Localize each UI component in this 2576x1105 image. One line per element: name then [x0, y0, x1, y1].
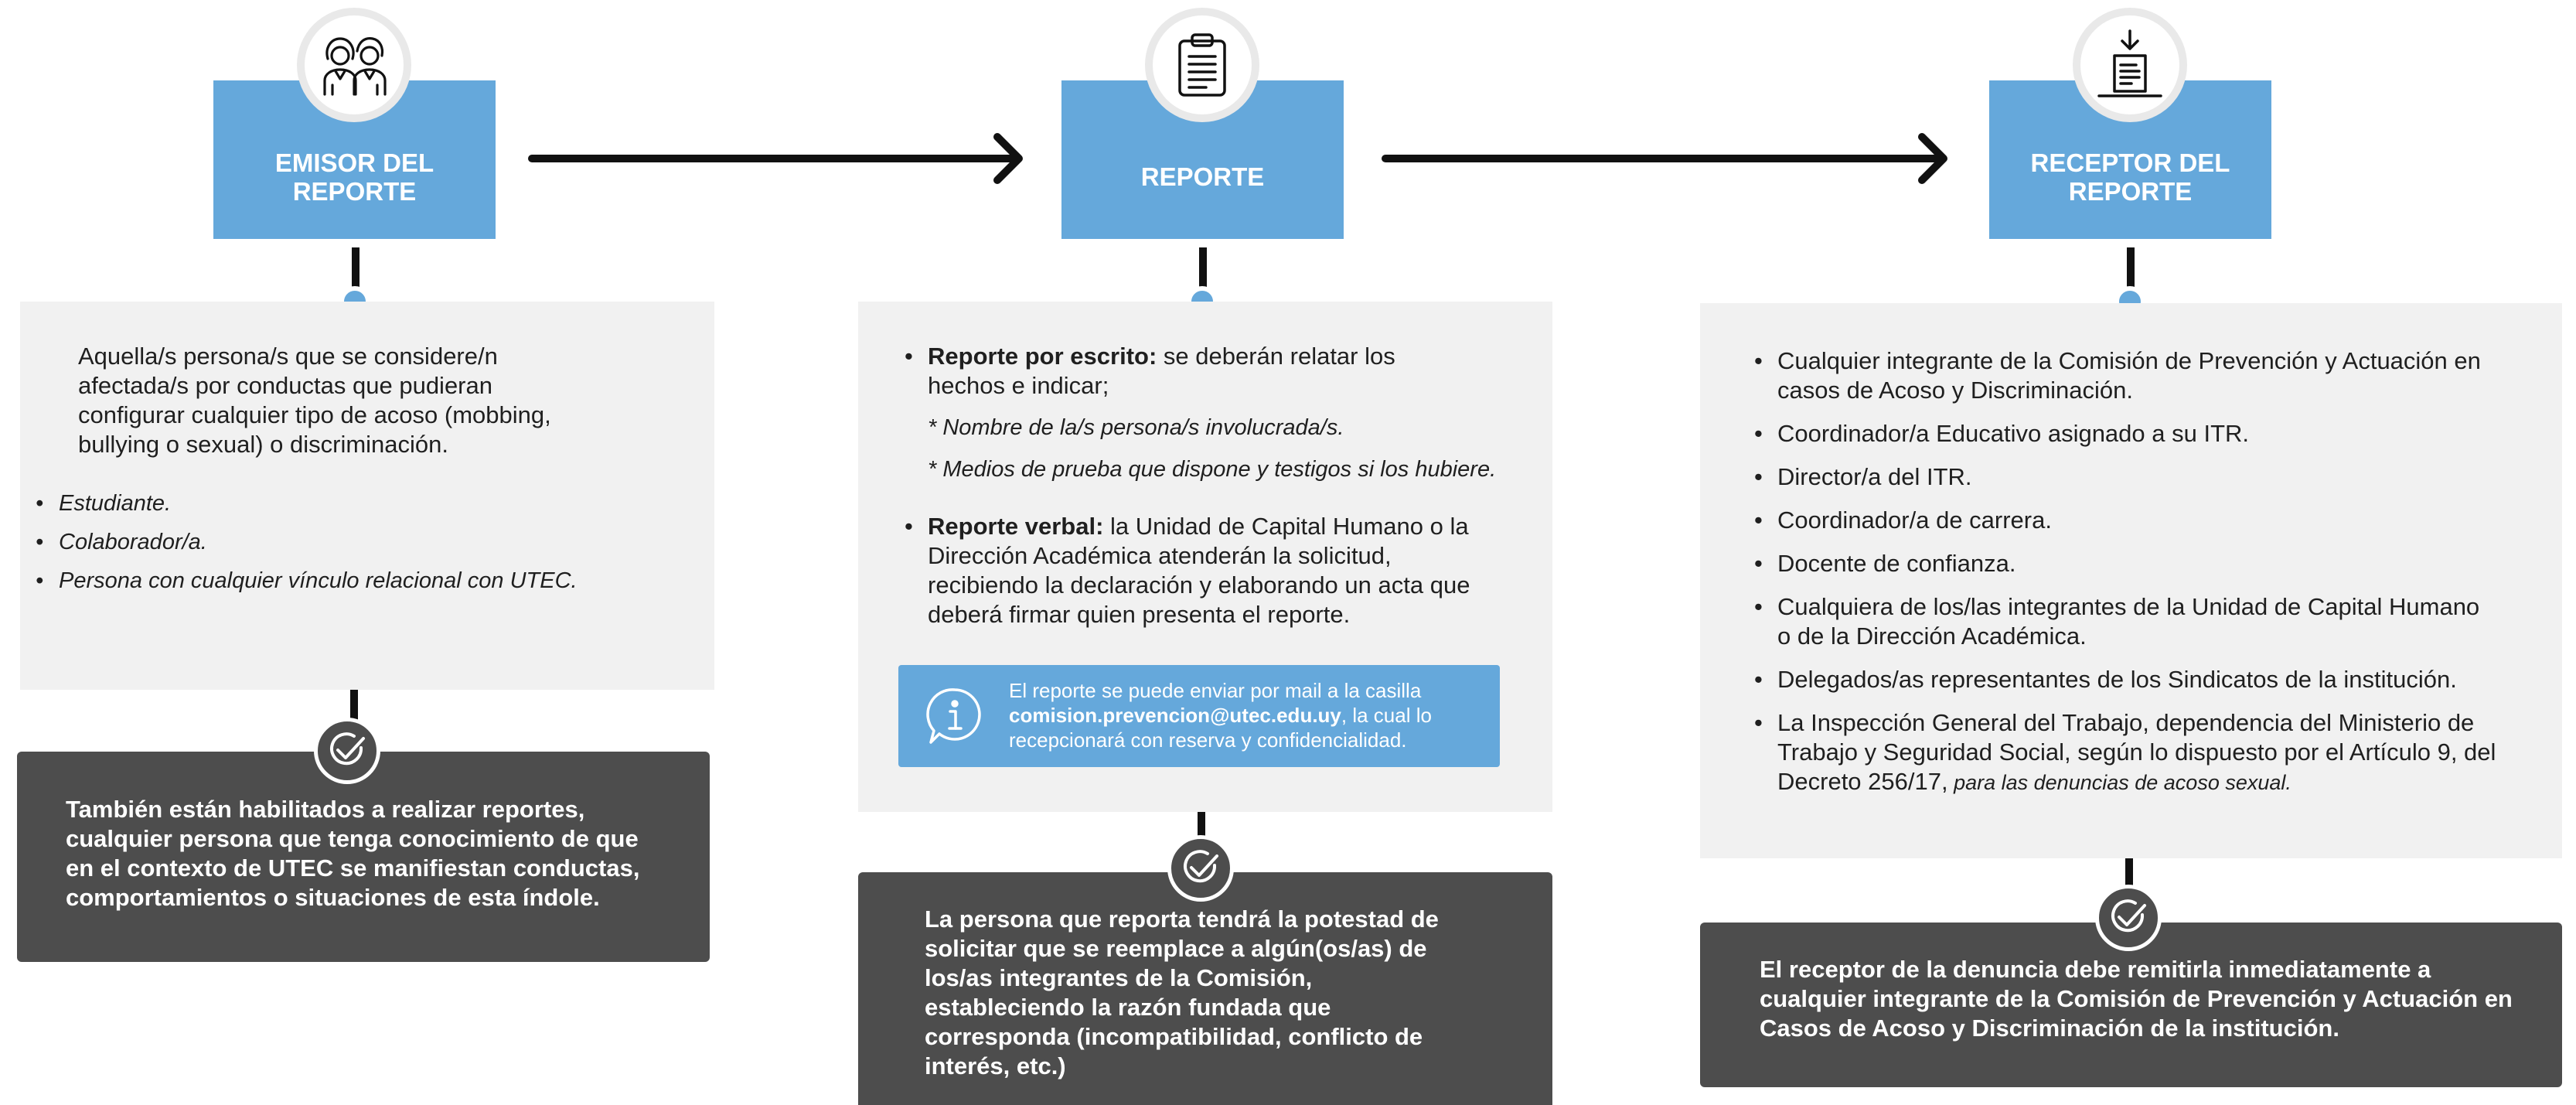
reporte-written-sub2: * Medios de prueba que dispone y testigo… [928, 457, 1497, 482]
check-icon [2111, 899, 2146, 933]
info-email: comision.prevencion@utec.edu.uy [1009, 704, 1341, 727]
arrow-reporte-to-receptor [1382, 133, 1947, 184]
receptor-title-line2: REPORTE [2068, 176, 2193, 206]
reporte-info-box: El reporte se puede enviar por mail a la… [898, 665, 1500, 767]
reporte-verbal-label: Reporte verbal: [928, 513, 1104, 540]
emisor-note-text: También están habilitados a realizar rep… [66, 796, 640, 911]
list-item: Estudiante. [36, 489, 660, 518]
info-text-1: El reporte se puede enviar por mail a la… [1009, 679, 1422, 702]
list-item: Persona con cualquier vínculo relacional… [36, 566, 660, 595]
receptor-panel: Cualquier integrante de la Comisión de P… [1700, 303, 2562, 858]
list-item: Director/a del ITR. [1754, 462, 2516, 492]
emisor-title-line2: REPORTE [292, 176, 417, 206]
reporte-written-label: Reporte por escrito: [928, 343, 1157, 370]
clipboard-icon [1178, 33, 1226, 97]
emisor-connector-bottom [350, 690, 358, 721]
reporte-check-circle [1167, 835, 1234, 902]
info-icon [926, 688, 981, 744]
info-text-2: , la cual lo recepcionará con reserva y … [1009, 704, 1432, 752]
reporte-written-text: se deberán relatar los hechos e indicar; [928, 343, 1395, 399]
inbox-download-icon [2097, 29, 2162, 97]
list-item: Delegados/as representantes de los Sindi… [1754, 665, 2516, 694]
list-item: Coordinador/a Educativo asignado a su IT… [1754, 419, 2516, 448]
two-people-icon [323, 37, 387, 96]
receptor-note-text: El receptor de la denuncia debe remitirl… [1760, 956, 2513, 1042]
emisor-description: Aquella/s persona/s que se considere/n a… [78, 343, 551, 458]
reporte-connector-top [1199, 247, 1207, 288]
receptor-icon-circle [2073, 8, 2187, 122]
emisor-connector-top [352, 247, 359, 288]
receptor-connector-top [2127, 247, 2135, 288]
reporte-written-item: Reporte por escrito: se deberán relatar … [905, 342, 1446, 401]
list-item: La Inspección General del Trabajo, depen… [1754, 708, 2516, 797]
emisor-icon-circle [297, 8, 411, 122]
check-icon [330, 732, 365, 766]
receptor-list: Cualquier integrante de la Comisión de P… [1754, 346, 2516, 797]
check-icon [1184, 850, 1218, 883]
list-item: Coordinador/a de carrera. [1754, 506, 2516, 535]
reporte-note: La persona que reporta tendrá la potesta… [858, 872, 1552, 1105]
emisor-list: Estudiante. Colaborador/a. Persona con c… [36, 489, 660, 595]
list-item: Docente de confianza. [1754, 549, 2516, 578]
receptor-check-circle [2095, 885, 2162, 951]
emisor-check-circle [314, 718, 380, 784]
reporte-icon-circle [1145, 8, 1259, 122]
emisor-title-line1: EMISOR DEL [274, 148, 434, 177]
emisor-panel: Aquella/s persona/s que se considere/n a… [20, 302, 714, 690]
list-item: Cualquier integrante de la Comisión de P… [1754, 346, 2516, 405]
reporte-verbal-item: Reporte verbal: la Unidad de Capital Hum… [905, 512, 1508, 629]
reporte-connector-bottom [1198, 812, 1205, 843]
reporte-title: REPORTE [1140, 162, 1265, 191]
emisor-note: También están habilitados a realizar rep… [17, 752, 710, 962]
receptor-title-line1: RECEPTOR DEL [2030, 148, 2230, 177]
receptor-connector-bottom [2125, 858, 2133, 889]
reporte-written-sub1: * Nombre de la/s persona/s involucrada/s… [928, 415, 1344, 440]
arrow-emisor-to-reporte [528, 133, 1023, 184]
reporte-note-text: La persona que reporta tendrá la potesta… [925, 905, 1439, 1079]
list-item: Colaborador/a. [36, 527, 660, 557]
list-item: Cualquiera de los/las integrantes de la … [1754, 592, 2496, 651]
reporte-verbal-text: la Unidad de Capital Humano o la Direcci… [928, 513, 1470, 628]
